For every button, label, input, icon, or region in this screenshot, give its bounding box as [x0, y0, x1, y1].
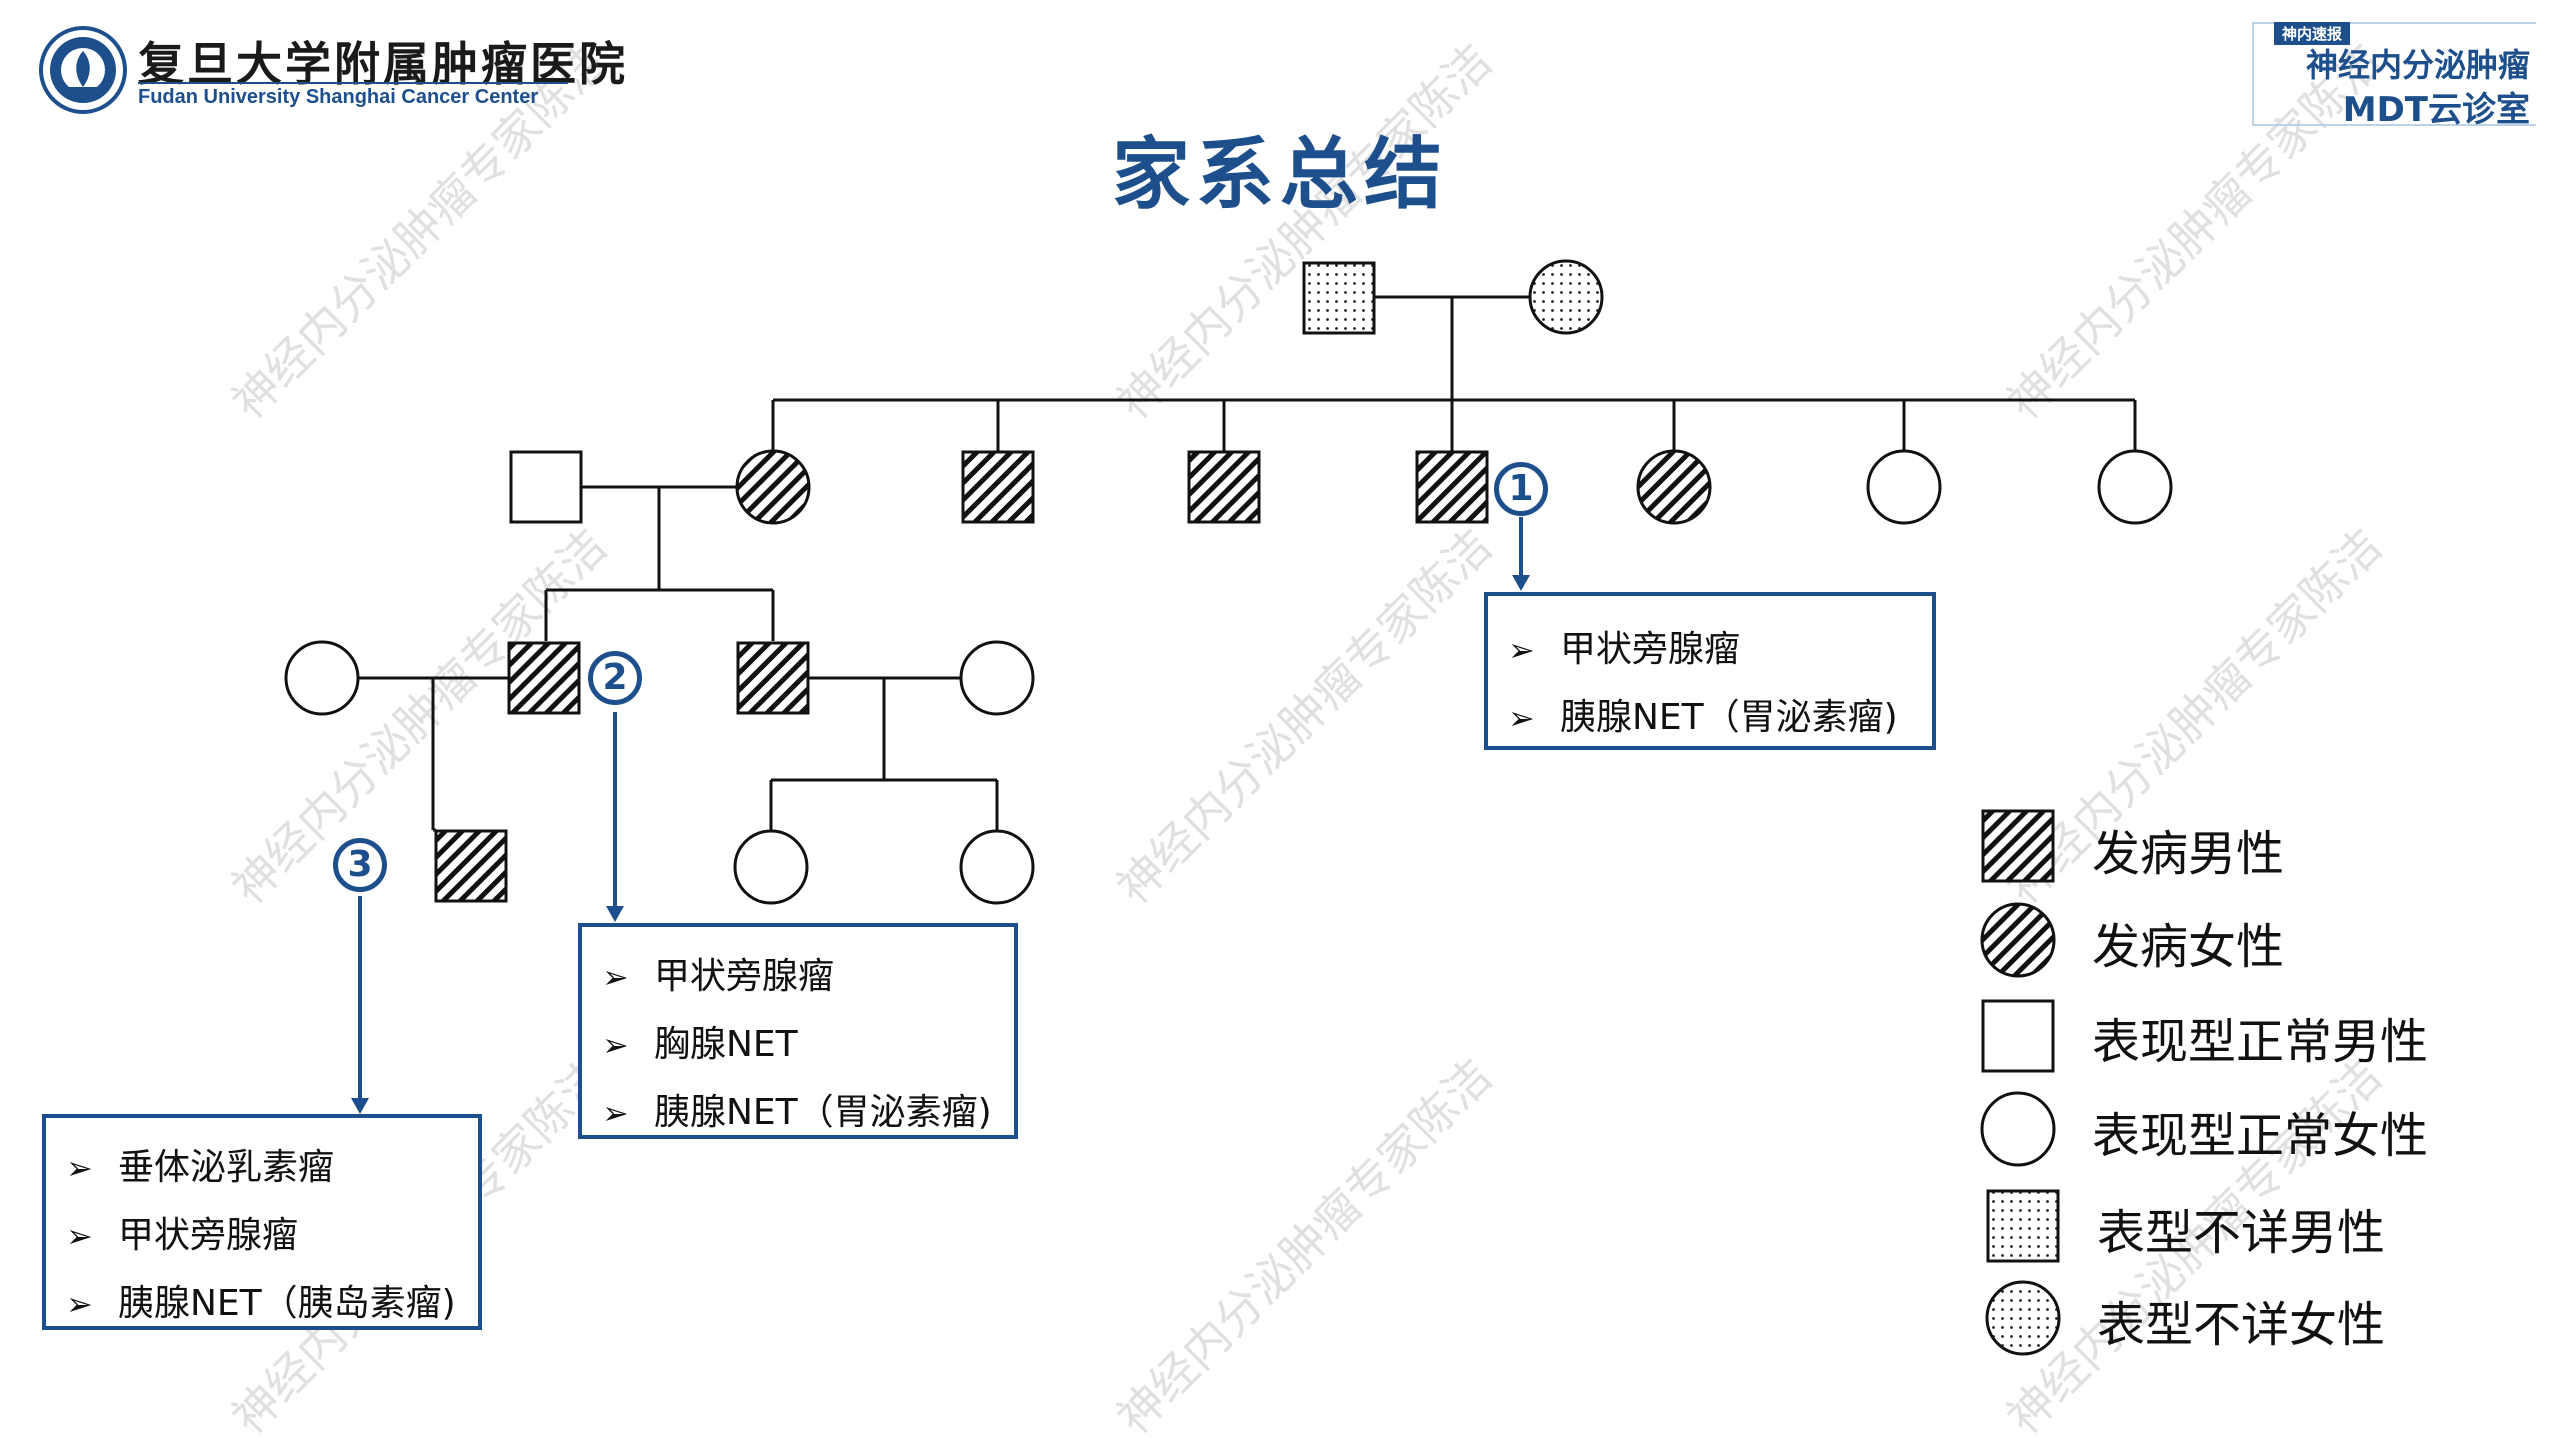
individual-normal-female — [2097, 449, 2173, 525]
callout-arrows — [351, 517, 1530, 1114]
callout-item: ➢甲状旁腺瘤 — [1508, 629, 1741, 670]
callout-item: ➢胰腺NET（胃泌素瘤) — [1508, 697, 1898, 738]
legend-label-affected-male: 发病男性 — [2092, 826, 2285, 882]
hospital-name-en: Fudan University Shanghai Cancer Center — [138, 86, 539, 108]
individual-affected-female — [1636, 449, 1712, 525]
individual-normal-female — [959, 640, 1035, 716]
callout-item: ➢胰腺NET（胰岛素瘤) — [66, 1283, 456, 1324]
individual-normal-female — [1866, 449, 1942, 525]
individual-affected-male — [507, 641, 581, 715]
individual-normal-female — [284, 640, 360, 716]
legend-unknown-female-icon — [1985, 1280, 2061, 1356]
legend-label-unknown-male: 表型不详男性 — [2097, 1205, 2386, 1261]
legend-symbols — [1980, 809, 2061, 1356]
individual-normal-female — [959, 829, 1035, 905]
legend-unknown-male-icon — [1986, 1189, 2060, 1263]
individual-affected-male — [961, 450, 1035, 524]
callout-box-1: ➢甲状旁腺瘤 ➢胰腺NET（胃泌素瘤) — [1484, 592, 1936, 750]
mdt-line1: 神经内分泌肿瘤 — [2305, 46, 2530, 84]
individual-affected-male — [736, 641, 810, 715]
individual-unknown-male — [1302, 261, 1376, 335]
arrow-bullet-icon: ➢ — [66, 1149, 93, 1187]
legend-affected-female-icon — [1980, 902, 2056, 978]
pedigree-lines — [358, 295, 2137, 832]
page-title: 家系总结 — [1111, 130, 1448, 220]
arrow-bullet-icon: ➢ — [1508, 631, 1535, 669]
callout-box-2: ➢甲状旁腺瘤 ➢胸腺NET ➢胰腺NET（胃泌素瘤) — [578, 923, 1018, 1139]
arrow-bullet-icon: ➢ — [602, 1026, 629, 1064]
individual-normal-male — [509, 450, 583, 524]
callout-number-2: 2 — [588, 651, 642, 705]
callout-item: ➢胸腺NET — [602, 1024, 798, 1065]
callout-number-1: 1 — [1494, 462, 1548, 516]
legend-label-normal-female: 表现型正常女性 — [2092, 1108, 2429, 1164]
legend-label-unknown-female: 表型不详女性 — [2097, 1297, 2386, 1353]
arrow-bullet-icon: ➢ — [66, 1285, 93, 1323]
arrow-bullet-icon: ➢ — [66, 1217, 93, 1255]
arrow-bullet-icon: ➢ — [602, 1094, 629, 1132]
legend-normal-female-icon — [1980, 1091, 2056, 1167]
legend-affected-male-icon — [1981, 809, 2055, 883]
individual-unknown-female — [1528, 259, 1604, 335]
mdt-badge: 神内速报 — [2274, 22, 2351, 45]
callout-item: ➢甲状旁腺瘤 — [66, 1215, 299, 1256]
callout-item: ➢甲状旁腺瘤 — [602, 956, 835, 997]
legend-normal-male-icon — [1981, 999, 2055, 1073]
arrow-bullet-icon: ➢ — [1508, 699, 1535, 737]
callout-item: ➢垂体泌乳素瘤 — [66, 1147, 335, 1188]
mdt-logo: 神内速报 神经内分泌肿瘤 MDT云诊室 — [2252, 22, 2536, 130]
legend-label-affected-female: 发病女性 — [2092, 919, 2285, 975]
individual-affected-male — [1187, 450, 1261, 524]
individual-affected-female — [735, 449, 811, 525]
pedigree-individuals — [284, 259, 2173, 905]
individual-affected-male — [434, 829, 508, 903]
arrow-bullet-icon: ➢ — [602, 958, 629, 996]
individual-affected-male — [1415, 450, 1489, 524]
callout-box-3: ➢垂体泌乳素瘤 ➢甲状旁腺瘤 ➢胰腺NET（胰岛素瘤) — [42, 1114, 482, 1330]
callout-number-3: 3 — [333, 838, 387, 892]
header-divider — [138, 82, 568, 84]
mdt-line2: MDT云诊室 — [2342, 90, 2530, 130]
hospital-logo-icon — [39, 26, 127, 114]
callout-item: ➢胰腺NET（胃泌素瘤) — [602, 1092, 992, 1133]
individual-normal-female — [733, 829, 809, 905]
legend-label-normal-male: 表现型正常男性 — [2092, 1014, 2429, 1070]
